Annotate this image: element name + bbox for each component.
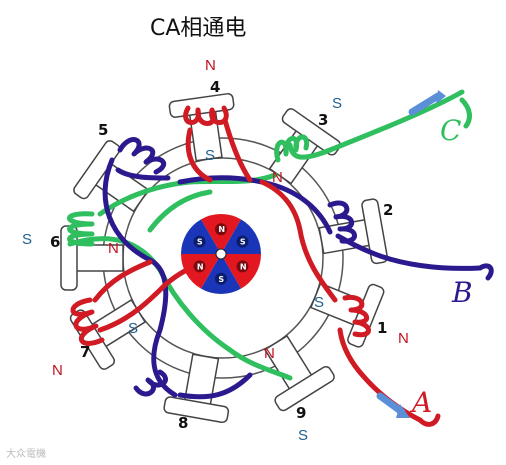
- rotor-pole-letter: N: [240, 262, 247, 271]
- terminal-a-label: A: [409, 386, 432, 419]
- arrow-a-head-icon: [396, 404, 410, 418]
- pole-s-label: S: [22, 231, 32, 248]
- rotor-pole-letter: S: [218, 275, 224, 284]
- rotor-pole-dot: [236, 235, 249, 248]
- tooth-number: 6: [50, 233, 60, 251]
- pole-s-label: S: [205, 147, 215, 164]
- rotor-pole-dot: [215, 223, 227, 236]
- tooth-number: 8: [178, 414, 188, 432]
- pole-s-label: S: [298, 427, 308, 444]
- rotor-pole-letter: N: [197, 262, 204, 271]
- rotor: N S N S N S: [181, 213, 261, 294]
- pole-n-label: N: [205, 57, 216, 74]
- rotor-pole-dot: [215, 272, 227, 285]
- rotor-pole-letter: N: [218, 225, 225, 234]
- rotor-pole-dot: [236, 260, 249, 273]
- rotor-pole-letter: S: [240, 238, 246, 247]
- tooth-number: 7: [80, 343, 90, 361]
- tooth-number: 3: [318, 111, 328, 129]
- direction-arrows: [376, 90, 446, 418]
- pole-s-label: S: [314, 294, 324, 311]
- tooth-number: 1: [377, 319, 387, 337]
- stator-tooth: [263, 334, 335, 412]
- pole-n-label: N: [108, 240, 119, 257]
- arrow-c-icon: [408, 92, 442, 116]
- tooth-number: 9: [296, 404, 306, 422]
- terminal-c-label: C: [440, 114, 461, 147]
- pole-n-label: N: [272, 169, 283, 186]
- arrow-a-icon: [376, 392, 406, 416]
- pole-labels: N S S N S N S N S N N S: [22, 57, 409, 444]
- tooth-number: 4: [210, 78, 220, 96]
- pole-n-label: N: [398, 330, 409, 347]
- tooth-number: 2: [383, 201, 393, 219]
- rotor-shaft: [215, 248, 227, 260]
- pole-n-label: N: [264, 345, 275, 362]
- tooth-numbers: 1 2 3 4 5 6 7 8 9: [50, 78, 393, 432]
- tooth-number: 5: [98, 121, 108, 139]
- diagram-title: CA相通电: [150, 16, 247, 41]
- arrow-c-head-icon: [436, 90, 446, 104]
- pole-s-label: S: [332, 95, 342, 112]
- terminal-b-label: B: [451, 276, 473, 309]
- rotor-pole-dot: [193, 235, 206, 248]
- pole-n-label: N: [52, 362, 63, 379]
- rotor-pole-dot: [193, 260, 206, 273]
- phase-a-winding: [70, 105, 441, 427]
- pole-s-label: S: [128, 320, 138, 337]
- rotor-pole-letter: S: [197, 238, 203, 247]
- stator-tooth: [163, 353, 230, 424]
- watermark: 大众電機: [6, 449, 46, 460]
